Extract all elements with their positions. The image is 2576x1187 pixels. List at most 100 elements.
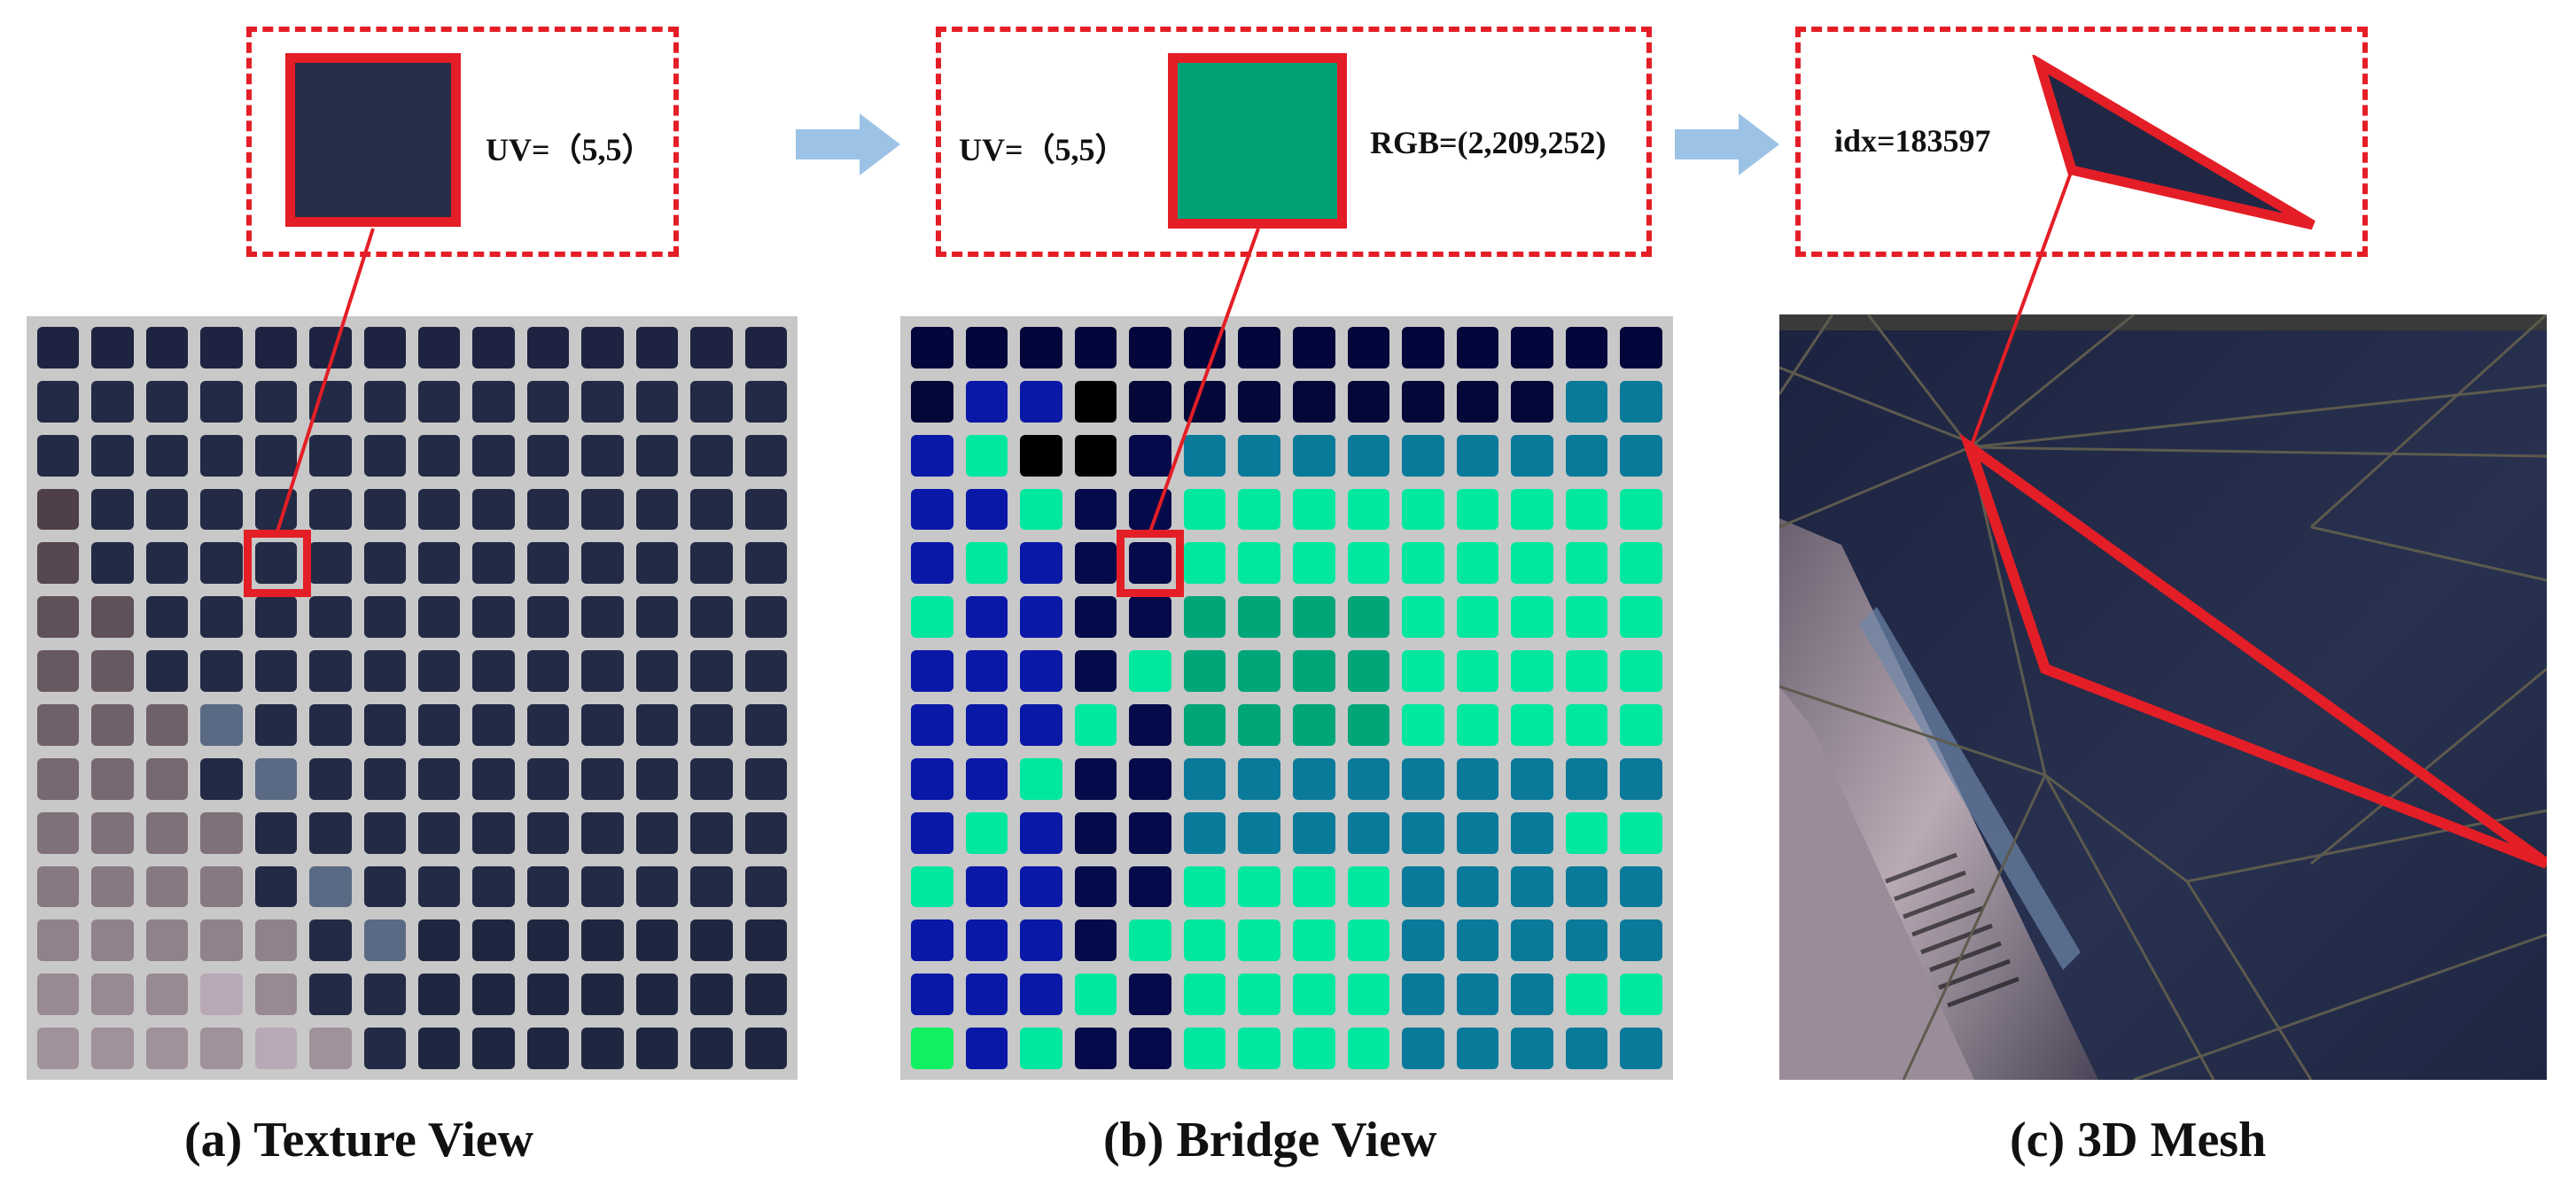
bridge-cell <box>1293 865 1335 908</box>
texture-cell <box>526 434 570 477</box>
bridge-cell <box>911 380 953 423</box>
bridge-cell <box>965 327 1008 369</box>
texture-cell <box>309 1028 352 1069</box>
arrow-right-icon <box>1675 113 1779 175</box>
texture-cell <box>145 919 189 962</box>
bridge-cell <box>911 650 953 692</box>
bridge-cell <box>1347 380 1390 423</box>
texture-cell <box>91 811 134 854</box>
bridge-cell <box>1129 542 1171 585</box>
texture-cell <box>91 434 134 477</box>
bridge-cell <box>1456 704 1499 746</box>
texture-cell <box>37 974 80 1016</box>
texture-cell <box>37 1028 80 1069</box>
texture-cell <box>37 380 80 423</box>
bridge-cell <box>1074 811 1117 854</box>
texture-cell <box>417 704 461 746</box>
texture-uv-swatch <box>285 53 461 227</box>
texture-cell <box>200 865 243 908</box>
bridge-cell <box>1183 488 1226 531</box>
bridge-cell <box>1020 974 1062 1016</box>
texture-cell <box>744 327 787 369</box>
texture-cell <box>690 596 733 639</box>
texture-view-caption: (a) Texture View <box>184 1113 534 1168</box>
texture-cell <box>254 327 298 369</box>
texture-view-grid <box>27 316 798 1080</box>
texture-cell <box>581 811 624 854</box>
bridge-cell <box>1456 542 1499 585</box>
texture-cell <box>254 380 298 423</box>
mesh-render <box>1779 314 2547 1080</box>
texture-cell <box>200 380 243 423</box>
bridge-cell <box>1511 380 1553 423</box>
bridge-cell <box>1020 650 1062 692</box>
bridge-callout <box>936 27 1652 257</box>
bridge-cell <box>1402 434 1444 477</box>
texture-cell <box>581 757 624 800</box>
texture-cell <box>145 865 189 908</box>
bridge-cell <box>1402 1028 1444 1069</box>
texture-cell <box>690 542 733 585</box>
texture-cell <box>526 327 570 369</box>
mesh-callout <box>1795 27 2368 257</box>
bridge-cell <box>1238 811 1280 854</box>
texture-cell <box>145 380 189 423</box>
bridge-cell <box>1074 327 1117 369</box>
texture-cell <box>309 865 352 908</box>
texture-cell <box>744 811 787 854</box>
bridge-cell <box>1620 380 1662 423</box>
bridge-cell <box>1347 919 1390 962</box>
texture-cell <box>309 434 352 477</box>
texture-cell <box>200 488 243 531</box>
bridge-cell <box>965 650 1008 692</box>
texture-cell <box>744 865 787 908</box>
bridge-cell <box>1620 811 1662 854</box>
bridge-cell <box>965 757 1008 800</box>
bridge-rgb-swatch <box>1168 53 1347 229</box>
texture-cell <box>690 488 733 531</box>
texture-cell <box>635 757 679 800</box>
bridge-cell <box>1129 650 1171 692</box>
bridge-cell <box>1347 327 1390 369</box>
texture-cell <box>37 327 80 369</box>
texture-cell <box>200 919 243 962</box>
mesh-caption: (c) 3D Mesh <box>2010 1113 2267 1168</box>
texture-cell <box>635 811 679 854</box>
bridge-cell <box>1347 434 1390 477</box>
bridge-cell <box>1020 919 1062 962</box>
texture-cell <box>91 596 134 639</box>
bridge-cell <box>1347 542 1390 585</box>
bridge-cell <box>1511 704 1553 746</box>
texture-cell <box>472 704 515 746</box>
texture-cell <box>526 488 570 531</box>
texture-cell <box>37 757 80 800</box>
texture-cell <box>37 811 80 854</box>
bridge-cell <box>1456 327 1499 369</box>
bridge-cell <box>911 757 953 800</box>
texture-cell <box>309 596 352 639</box>
bridge-cell <box>911 596 953 639</box>
bridge-cell <box>1402 757 1444 800</box>
bridge-cell <box>1293 380 1335 423</box>
bridge-cell <box>1402 380 1444 423</box>
texture-cell <box>37 488 80 531</box>
texture-cell <box>417 380 461 423</box>
texture-cell <box>37 704 80 746</box>
bridge-cell <box>1565 434 1608 477</box>
bridge-view-caption: (b) Bridge View <box>1103 1113 1437 1168</box>
bridge-cell <box>1620 974 1662 1016</box>
texture-cell <box>363 865 406 908</box>
bridge-cell <box>1238 327 1280 369</box>
texture-cell <box>472 488 515 531</box>
bridge-cell <box>1402 919 1444 962</box>
texture-cell <box>581 704 624 746</box>
bridge-cell <box>1511 865 1553 908</box>
mesh-wireframe <box>1779 314 2547 1080</box>
texture-cell <box>91 919 134 962</box>
bridge-cell <box>1620 596 1662 639</box>
texture-cell <box>526 865 570 908</box>
texture-cell <box>581 434 624 477</box>
bridge-cell <box>965 704 1008 746</box>
bridge-cell <box>1129 380 1171 423</box>
arrow-right-icon <box>796 113 900 175</box>
